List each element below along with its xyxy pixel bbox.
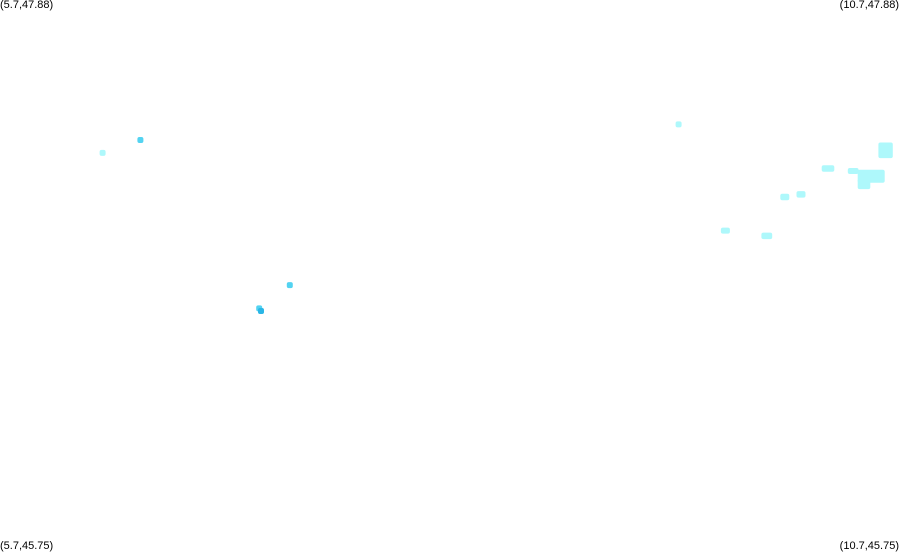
water-feature-w4b bbox=[258, 307, 264, 314]
water-feature-w13 bbox=[720, 227, 730, 234]
corner-label-top-right: (10.7,47.88) bbox=[839, 0, 899, 11]
water-feature-w1 bbox=[99, 149, 106, 156]
water-feature-w6 bbox=[821, 165, 835, 172]
water-feature-w5 bbox=[675, 121, 682, 128]
corner-label-bottom-left: (5.7,45.75) bbox=[0, 540, 54, 552]
water-feature-w14 bbox=[857, 178, 871, 190]
water-feature-w8 bbox=[878, 142, 893, 159]
corner-label-bottom-right: (10.7,45.75) bbox=[839, 540, 899, 552]
water-feature-w12 bbox=[761, 232, 773, 240]
water-feature-w9 bbox=[847, 168, 859, 175]
water-feature-w2 bbox=[137, 136, 144, 143]
water-feature-w3 bbox=[286, 282, 293, 289]
water-feature-w10 bbox=[796, 191, 806, 198]
water-features bbox=[99, 121, 893, 314]
corner-label-top-left: (5.7,47.88) bbox=[0, 0, 54, 11]
water-feature-w11 bbox=[780, 193, 790, 201]
